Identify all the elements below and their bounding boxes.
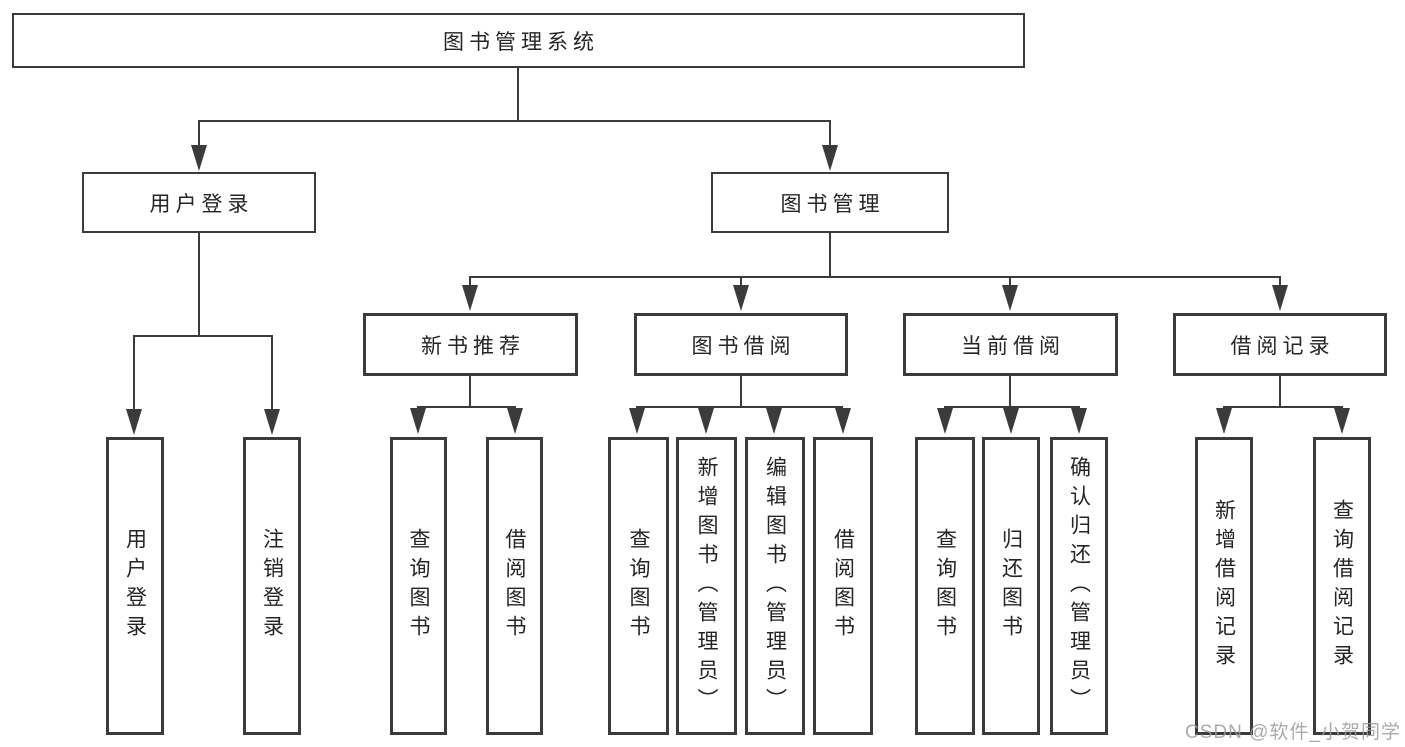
leaf-add-book-admin: 新增图书（管理员）	[676, 437, 737, 735]
connector-line	[133, 335, 135, 410]
leaf-query-book-3-label: 查询图书	[933, 528, 957, 644]
node-user-login-label: 用户登录	[149, 192, 254, 216]
leaf-edit-book-admin-label: 编辑图书（管理员）	[763, 455, 787, 717]
arrow-down-icon	[1003, 408, 1019, 434]
leaf-user-login: 用户登录	[106, 437, 164, 735]
connector-line	[740, 276, 742, 286]
arrow-down-icon	[126, 409, 142, 435]
arrow-down-icon	[507, 408, 523, 434]
node-root-label: 图书管理系统	[443, 30, 599, 54]
connector-line	[1223, 406, 1343, 408]
leaf-add-book-admin-label: 新增图书（管理员）	[695, 455, 718, 717]
connector-line	[829, 120, 831, 146]
arrow-down-icon	[698, 408, 714, 434]
arrow-down-icon	[410, 408, 426, 434]
connector-line	[1279, 276, 1281, 286]
connector-line	[271, 335, 273, 410]
node-book-management-label: 图书管理	[780, 192, 885, 216]
arrow-down-icon	[835, 408, 851, 434]
arrow-down-icon	[1216, 408, 1232, 434]
leaf-query-borrow-record-label: 查询借阅记录	[1330, 499, 1354, 673]
node-root: 图书管理系统	[12, 13, 1025, 68]
node-current-borrow-label: 当前借阅	[961, 334, 1065, 358]
connector-line	[198, 120, 200, 146]
arrow-down-icon	[462, 285, 478, 311]
leaf-return-book-label: 归还图书	[999, 528, 1023, 644]
arrow-down-icon	[629, 408, 645, 434]
leaf-confirm-return-admin-label: 确认归还（管理员）	[1067, 455, 1091, 717]
connector-line	[198, 233, 200, 337]
csdn-watermark: CSDN @软件_小贺同学	[1185, 722, 1401, 743]
node-borrow-record: 借阅记录	[1173, 313, 1387, 376]
connector-line	[1009, 276, 1011, 286]
arrow-down-icon	[733, 285, 749, 311]
arrow-down-icon	[1002, 285, 1018, 311]
connector-line	[1009, 376, 1011, 408]
connector-line	[636, 406, 843, 408]
arrow-down-icon	[1071, 408, 1087, 434]
leaf-query-book-3: 查询图书	[915, 437, 975, 735]
leaf-logout: 注销登录	[243, 437, 301, 735]
connector-line	[740, 376, 742, 408]
arrow-down-icon	[264, 409, 280, 435]
leaf-add-borrow-record: 新增借阅记录	[1195, 437, 1253, 735]
arrow-down-icon	[766, 408, 782, 434]
leaf-confirm-return-admin: 确认归还（管理员）	[1050, 437, 1108, 735]
connector-line	[517, 68, 519, 122]
arrow-down-icon	[1272, 285, 1288, 311]
node-current-borrow: 当前借阅	[903, 313, 1118, 376]
leaf-return-book: 归还图书	[982, 437, 1040, 735]
node-new-book-recommend: 新书推荐	[363, 313, 578, 376]
leaf-query-borrow-record: 查询借阅记录	[1313, 437, 1371, 735]
connector-line	[1279, 376, 1281, 408]
connector-line	[469, 276, 471, 286]
arrow-down-icon	[191, 145, 207, 171]
connector-line	[469, 276, 1281, 278]
arrow-down-icon	[822, 145, 838, 171]
node-borrow-record-label: 借阅记录	[1230, 334, 1335, 358]
connector-line	[829, 233, 831, 278]
arrow-down-icon	[937, 408, 953, 434]
leaf-add-borrow-record-label: 新增借阅记录	[1212, 499, 1236, 673]
leaf-edit-book-admin: 编辑图书（管理员）	[745, 437, 805, 735]
node-book-management: 图书管理	[711, 172, 949, 233]
leaf-borrow-book-2-label: 借阅图书	[831, 528, 855, 644]
node-book-borrow-label: 图书借阅	[691, 334, 796, 358]
leaf-query-book-2: 查询图书	[608, 437, 669, 735]
node-user-login: 用户登录	[82, 172, 316, 233]
connector-line	[944, 406, 1080, 408]
connector-line	[198, 120, 831, 122]
connector-line	[133, 335, 273, 337]
connector-line	[417, 406, 516, 408]
leaf-query-book-1-label: 查询图书	[407, 528, 430, 644]
leaf-borrow-book-1: 借阅图书	[486, 437, 543, 735]
leaf-borrow-book-2: 借阅图书	[813, 437, 873, 735]
leaf-query-book-2-label: 查询图书	[627, 528, 650, 644]
connector-line	[469, 376, 471, 408]
leaf-user-login-label: 用户登录	[123, 528, 147, 644]
node-book-borrow: 图书借阅	[634, 313, 848, 376]
node-new-book-recommend-label: 新书推荐	[421, 334, 525, 358]
leaf-logout-label: 注销登录	[260, 528, 284, 644]
leaf-query-book-1: 查询图书	[390, 437, 447, 735]
leaf-borrow-book-1-label: 借阅图书	[503, 528, 526, 644]
arrow-down-icon	[1334, 408, 1350, 434]
